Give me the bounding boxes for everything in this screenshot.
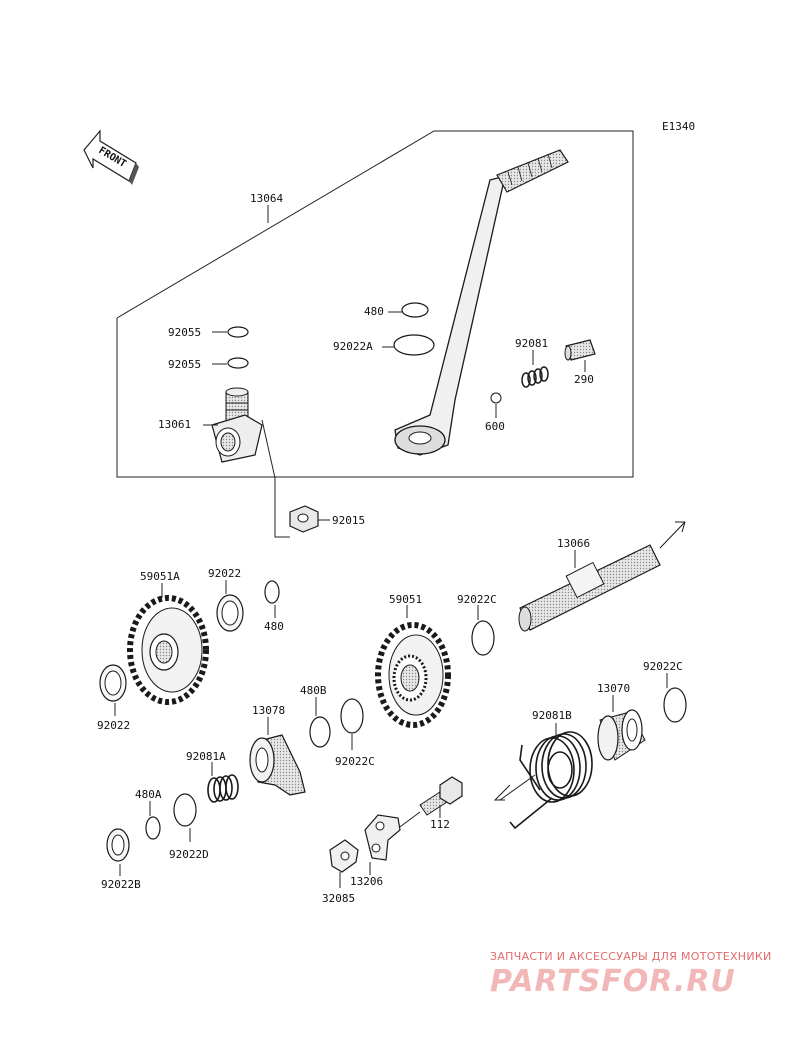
label-480a: 480A <box>135 788 162 801</box>
label-13064: 13064 <box>250 192 283 205</box>
label-92022-b: 92022 <box>97 719 130 732</box>
o-ring-92055-b <box>227 357 249 369</box>
washer-92022c-b <box>663 687 687 723</box>
label-290: 290 <box>574 373 594 386</box>
washer-92022c-c <box>340 698 364 734</box>
nut-92015 <box>289 505 319 533</box>
gear-59051a <box>127 595 209 705</box>
label-13066: 13066 <box>557 537 590 550</box>
label-59051a: 59051A <box>140 570 180 583</box>
label-92081a: 92081A <box>186 750 226 763</box>
label-92022-a: 92022 <box>208 567 241 580</box>
bolt-112 <box>419 776 463 816</box>
label-92022c-c: 92022C <box>335 755 375 768</box>
kick-pedal-arm <box>394 149 569 456</box>
pin-290 <box>564 339 596 361</box>
label-13061: 13061 <box>158 418 191 431</box>
label-92055-a: 92055 <box>168 326 201 339</box>
spring-92081 <box>521 366 549 388</box>
diagram-code: E1340 <box>662 120 695 133</box>
spring-92081a <box>207 774 239 803</box>
label-13206: 13206 <box>350 875 383 888</box>
gear-59051 <box>375 622 451 728</box>
assembly-outline <box>116 130 634 478</box>
label-92055-b: 92055 <box>168 358 201 371</box>
label-13078: 13078 <box>252 704 285 717</box>
circlip-480a <box>145 816 161 840</box>
label-92022c-a: 92022C <box>457 593 497 606</box>
label-480-top: 480 <box>364 305 384 318</box>
label-480b: 480B <box>300 684 327 697</box>
ratchet-13078 <box>249 734 306 796</box>
label-92022a: 92022A <box>333 340 373 353</box>
washer-92022a <box>393 334 435 356</box>
boss-13061 <box>211 387 263 463</box>
label-92022d: 92022D <box>169 848 209 861</box>
label-92022b: 92022B <box>101 878 141 891</box>
label-480-mid: 480 <box>264 620 284 633</box>
holder-13070 <box>597 709 646 761</box>
label-13070: 13070 <box>597 682 630 695</box>
circlip-480 <box>401 302 429 318</box>
label-92022c-b: 92022C <box>643 660 683 673</box>
label-59051: 59051 <box>389 593 422 606</box>
stopper-32085 <box>329 839 359 873</box>
circlip-480b <box>309 716 331 748</box>
o-ring-92055-a <box>227 326 249 338</box>
watermark-tagline: ЗАПЧАСТИ И АКСЕССУАРЫ ДЛЯ МОТОТЕХНИКИ <box>490 950 772 963</box>
label-92081b: 92081B <box>532 709 572 722</box>
front-arrow-icon: FRONT <box>83 129 139 185</box>
washer-92022d <box>173 793 197 827</box>
torsion-spring-92081b <box>509 731 593 830</box>
label-32085: 32085 <box>322 892 355 905</box>
label-600: 600 <box>485 420 505 433</box>
guide-plate-13206 <box>364 814 401 861</box>
kick-shaft-13066 <box>518 521 686 632</box>
ball-600 <box>490 392 502 404</box>
label-92081: 92081 <box>515 337 548 350</box>
circlip-480-mid <box>264 580 280 604</box>
label-112: 112 <box>430 818 450 831</box>
washer-92022c-a <box>471 620 495 656</box>
watermark-brand: PARTSFOR.RU <box>490 964 736 999</box>
label-92015: 92015 <box>332 514 365 527</box>
